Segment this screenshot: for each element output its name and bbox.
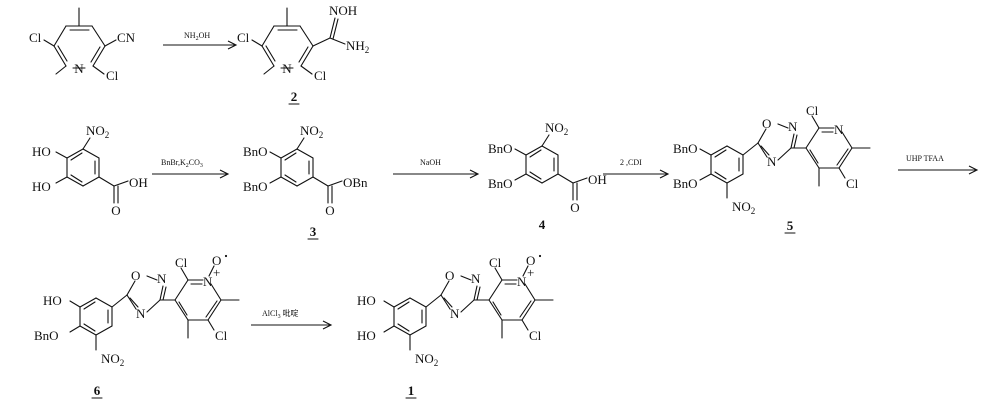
structure-start-pyridine: Cl CN N Cl [29,7,136,83]
atom-o: O [445,268,454,283]
atom-no2: NO2 [545,120,568,137]
atom-n: N [517,274,527,289]
atom-noh: NOH [329,3,357,18]
atom-ho: HO [32,179,51,194]
compound-label-3: 3 [310,224,317,239]
atom-n: N [767,154,777,169]
atom-bno: BnO [488,141,513,156]
atom-obn: OBn [343,175,368,190]
atom-no2: NO2 [415,351,438,368]
atom-cl: Cl [489,255,502,270]
reagent-label: 2 ,CDI [620,158,642,167]
atom-n: N [471,271,481,286]
compound-label-2: 2 [291,89,298,104]
compound-label-1: 1 [408,383,415,398]
atom-o: O [111,203,120,218]
reaction-arrow-3: NaOH [393,158,480,179]
charge-plus: + [213,265,220,280]
reagent-label: AlCl3 吡啶 [262,308,299,320]
atom-n: N [788,119,798,134]
compound-label-5: 5 [787,218,794,233]
reaction-arrow-6: AlCl3 吡啶 [251,308,333,330]
atom-oh: OH [129,175,148,190]
structure-compound-6: O N N Cl N O + Cl HO BnO NO2 [34,253,240,368]
atom-bno: BnO [243,179,268,194]
atom-o: O [762,116,771,131]
atom-o: O [570,200,579,215]
atom-ho: HO [357,328,376,343]
atom-o: O [131,268,140,283]
atom-n: N [282,61,292,76]
atom-n: N [203,274,213,289]
reagent-label: NaOH [420,158,441,167]
minus-dot [224,254,228,258]
atom-cl: Cl [237,30,250,45]
atom-o: O [325,203,334,218]
atom-no2: NO2 [732,199,755,216]
compound-label-4: 4 [539,217,546,232]
structure-compound-2: NOH NH2 Cl N Cl [237,3,369,83]
atom-o-minus: O [212,253,221,268]
charge-plus: + [527,265,534,280]
atom-ho: HO [32,144,51,159]
reagent-label: NH2OH [184,31,210,42]
atom-no2: NO2 [300,123,323,140]
atom-no2: NO2 [86,123,109,140]
atom-bno: BnO [34,328,59,343]
atom-cl: Cl [529,328,542,343]
atom-cl: Cl [314,68,327,83]
atom-oh: OH [588,172,607,187]
atom-nh2: NH2 [346,38,369,55]
reagent-label: UHP TFAA [906,154,944,163]
structure-compound-1: O N N Cl N O + Cl HO HO NO2 [357,253,554,368]
atom-ho: HO [43,293,62,308]
atom-cl: Cl [175,255,188,270]
atom-o-minus: O [526,253,535,268]
atom-n: N [834,122,844,137]
atom-cn: CN [117,30,136,45]
reaction-arrow-1: NH2OH [163,31,238,50]
atom-cl: Cl [846,176,859,191]
structure-compound-4: NO2 BnO BnO OH O [488,120,607,215]
atom-n: N [74,61,84,76]
atom-n: N [157,271,167,286]
structure-compound-5: O N N Cl N Cl BnO BnO NO2 [673,103,871,216]
structure-compound-3: NO2 BnO BnO OBn O [243,123,368,218]
reagent-label: BnBr,K2CO3 [161,158,203,169]
atom-cl: Cl [215,328,228,343]
reaction-arrow-5: UHP TFAA [898,154,979,175]
structure-start-acid: NO2 HO HO OH O [32,123,148,218]
reaction-arrow-4: 2 ,CDI [603,158,670,179]
atom-cl: Cl [106,68,119,83]
compound-label-6: 6 [94,383,101,398]
atom-ho: HO [357,293,376,308]
atom-bno: BnO [488,176,513,191]
atom-bno: BnO [673,141,698,156]
atom-no2: NO2 [101,351,124,368]
atom-n: N [450,306,460,321]
atom-cl: Cl [806,103,819,118]
atom-bno: BnO [673,176,698,191]
atom-bno: BnO [243,144,268,159]
minus-dot [538,254,542,258]
atom-cl: Cl [29,30,42,45]
reaction-arrow-2: BnBr,K2CO3 [152,158,230,179]
atom-n: N [136,306,146,321]
